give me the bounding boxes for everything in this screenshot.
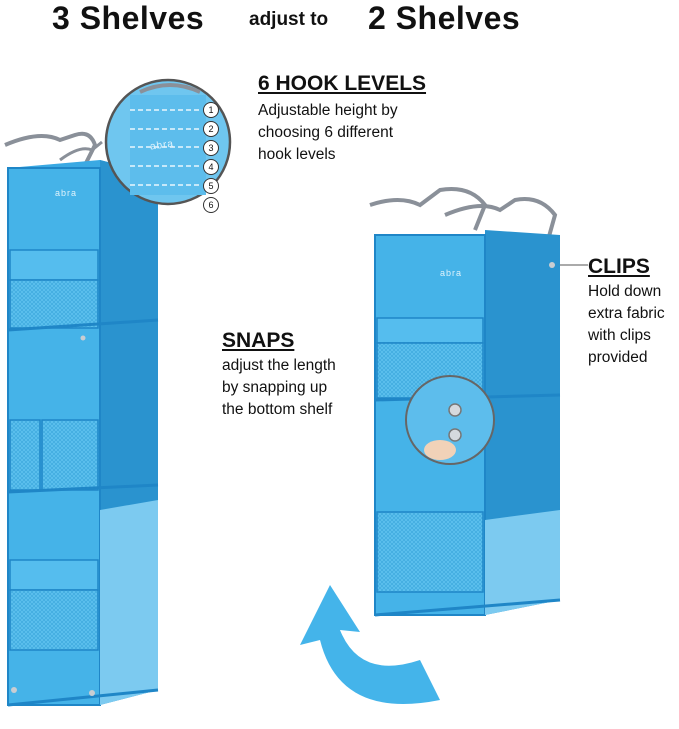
snaps-magnifier: [405, 375, 495, 465]
clips-title: CLIPS: [588, 255, 650, 278]
adjust-arrow-icon: [300, 585, 440, 704]
hook-level-badge: 2: [203, 121, 219, 137]
snaps-desc-line: adjust the length: [222, 357, 336, 374]
three-shelf-organizer: [4, 131, 159, 707]
hook-levels-desc-line: Adjustable height by: [258, 102, 398, 119]
hook-levels-title: 6 HOOK LEVELS: [258, 72, 427, 95]
hanger-icon: [4, 131, 98, 166]
clips-desc-line: provided: [588, 349, 648, 366]
clips-desc-line: extra fabric: [588, 305, 665, 322]
hook-levels-desc-line: hook levels: [258, 146, 336, 163]
hook-levels-desc-line: choosing 6 different: [258, 124, 394, 141]
snaps-desc-line: the bottom shelf: [222, 401, 333, 418]
header-right-label: 2 Shelves: [368, 0, 521, 36]
hook-levels-feature: 6 HOOK LEVELS Adjustable height by choos…: [258, 72, 426, 166]
brand-logo: abra: [55, 188, 78, 198]
hook-level-badge: 6: [203, 197, 219, 213]
brand-logo: abra: [440, 268, 463, 278]
hook-level-badge: 5: [203, 178, 219, 194]
header-left-label: 3 Shelves: [52, 0, 205, 36]
snaps-title: SNAPS: [222, 329, 295, 352]
header-middle-label: adjust to: [249, 9, 329, 30]
hook-level-badge: 3: [203, 140, 219, 156]
clips-desc-line: with clips: [588, 327, 651, 344]
hook-level-badge: 1: [203, 102, 219, 118]
hook-level-badge: 4: [203, 159, 219, 175]
hook-levels-magnifier: [104, 78, 232, 206]
hanger-icon: [369, 187, 488, 231]
clips-feature: CLIPS Hold down extra fabric with clips …: [588, 255, 665, 369]
clips-desc-line: Hold down: [588, 283, 662, 300]
snaps-feature: SNAPS adjust the length by snapping up t…: [222, 329, 336, 421]
snaps-desc-line: by snapping up: [222, 379, 328, 396]
